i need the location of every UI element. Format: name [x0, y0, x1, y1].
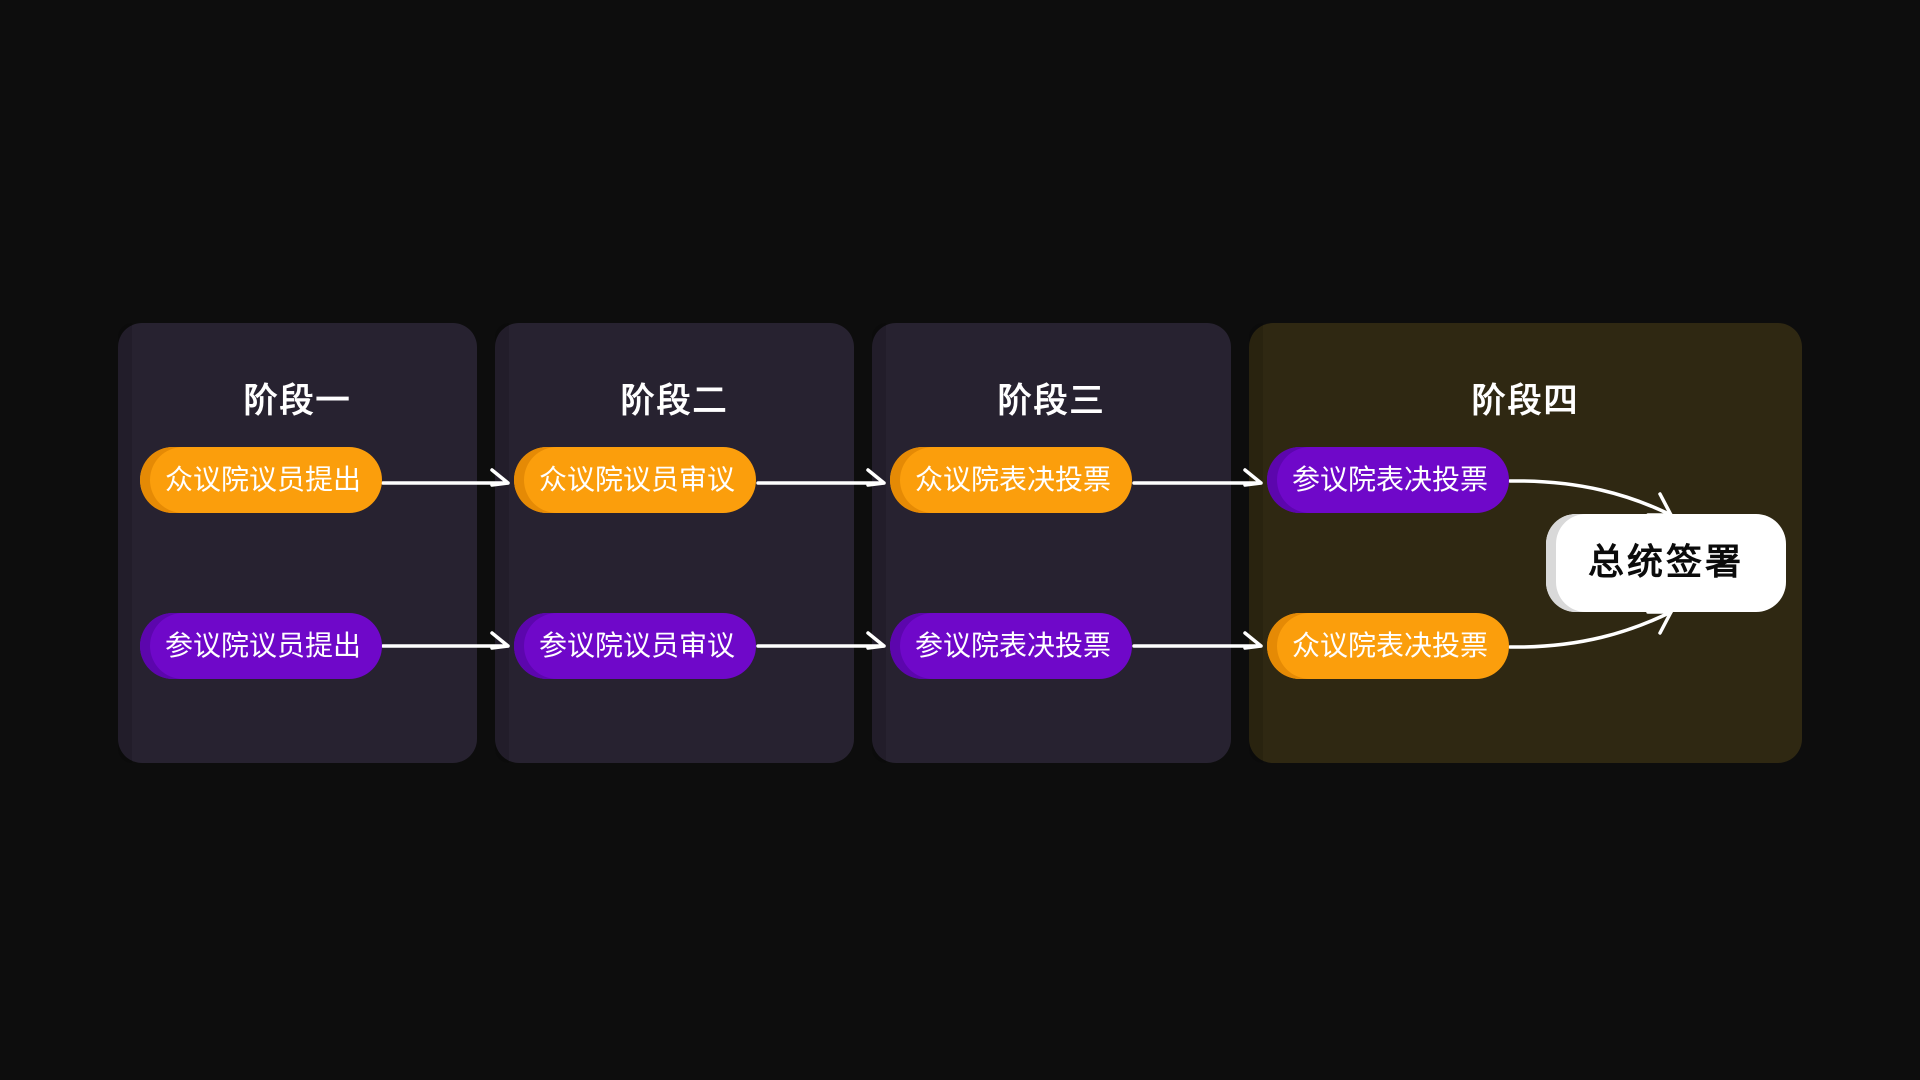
stage-1-panel: 阶段一	[118, 323, 477, 763]
stage-1-title: 阶段一	[243, 381, 352, 421]
stage-2-panel: 阶段二	[495, 323, 854, 763]
node-president-sign: 总统签署	[1546, 514, 1786, 612]
stage-3-panel: 阶段三	[872, 323, 1231, 763]
stage-4-title: 阶段四	[1471, 381, 1580, 421]
node-senate-member-propose: 参议院议员提出	[140, 613, 382, 679]
node-house-vote-row2: 众议院表决投票	[1267, 613, 1509, 679]
node-senate-member-review: 参议院议员审议	[514, 613, 756, 679]
stage-2-title: 阶段二	[620, 381, 729, 421]
node-house-vote: 众议院表决投票	[890, 447, 1132, 513]
stage-3-title: 阶段三	[997, 381, 1106, 421]
node-senate-vote: 参议院表决投票	[890, 613, 1132, 679]
node-house-member-propose: 众议院议员提出	[140, 447, 382, 513]
node-senate-vote-row1: 参议院表决投票	[1267, 447, 1509, 513]
node-house-member-review: 众议院议员审议	[514, 447, 756, 513]
